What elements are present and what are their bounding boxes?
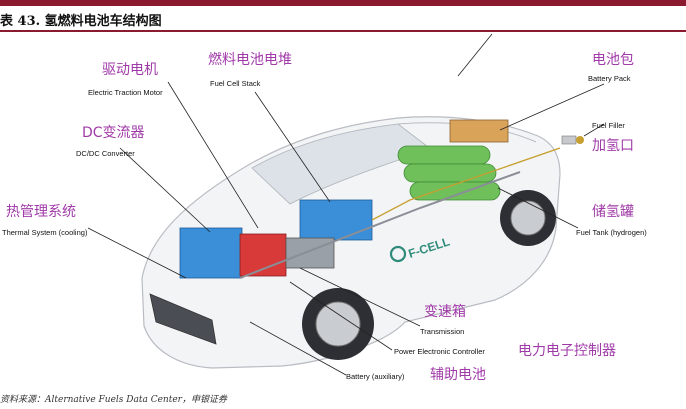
figure-title: 表 43. 氢燃料电池车结构图 [0,14,162,29]
leader-tank [497,187,579,229]
label-motor-en: Electric Traction Motor [88,88,163,97]
leader-roof [457,33,493,77]
fuel-cell-vehicle-diagram: F-CELL 驱动电机 Electric Traction Motor 燃料电池… [2,33,647,383]
label-controller-cn: 电力电子控制器 [518,343,616,359]
leader-transmission [299,267,421,327]
leader-thermal [87,227,187,279]
tank-cylinder [403,163,497,183]
fuel-filler-nozzle [561,135,584,145]
leader-aux-battery [249,321,347,376]
label-thermal-cn: 热管理系统 [6,204,76,220]
label-dcdc-en: DC/DC Converter [76,149,135,158]
label-controller-en: Power Electronic Controller [394,347,485,356]
rear-wheel-rim [510,200,546,236]
leader-dcdc [119,147,211,233]
label-transmission-cn: 变速箱 [424,304,466,320]
leader-filler [583,123,605,137]
label-filler-cn: 加氢口 [592,138,634,154]
label-battery-pack-en: Battery Pack [588,74,631,83]
leader-lines [87,33,605,376]
label-stack-en: Fuel Cell Stack [210,79,261,88]
f-cell-badge-icon [389,245,407,263]
gray-module [285,237,335,269]
label-aux-battery-en: Battery (auxiliary) [346,372,405,381]
fuel-cell-stack-block [299,199,373,241]
tank-cylinder [397,145,491,165]
label-dcdc-cn: DC变流器 [82,125,145,141]
label-transmission-en: Transmission [420,327,464,336]
label-stack-cn: 燃料电池电堆 [208,51,292,68]
top-accent-bar [0,0,686,6]
label-motor-cn: 驱动电机 [102,62,158,78]
label-tank-cn: 储氢罐 [592,204,634,220]
front-wheel-rim [315,301,361,347]
car-illustration: F-CELL [141,116,584,369]
leader-battery-pack [499,83,605,131]
label-filler-en: Fuel Filler [592,121,625,130]
fuel-line [371,147,561,221]
label-aux-battery-cn: 辅助电池 [430,367,486,383]
figure-source: 资料来源：Alternative Fuels Data Center，申银证券 [0,395,227,405]
figure-header: 表 43. 氢燃料电池车结构图 [0,6,686,32]
blue-module [179,227,243,279]
label-tank-en: Fuel Tank (hydrogen) [576,228,647,237]
leader-stack [254,91,331,203]
hydrogen-tanks [397,145,501,201]
leader-controller [289,281,393,351]
header-rule [0,30,686,32]
chassis-rail [239,171,521,279]
battery-pack-block [449,119,509,143]
label-battery-pack-cn: 电池包 [592,52,634,68]
label-thermal-en: Thermal System (cooling) [2,228,88,237]
front-grille [149,293,217,345]
leader-motor [167,81,259,229]
